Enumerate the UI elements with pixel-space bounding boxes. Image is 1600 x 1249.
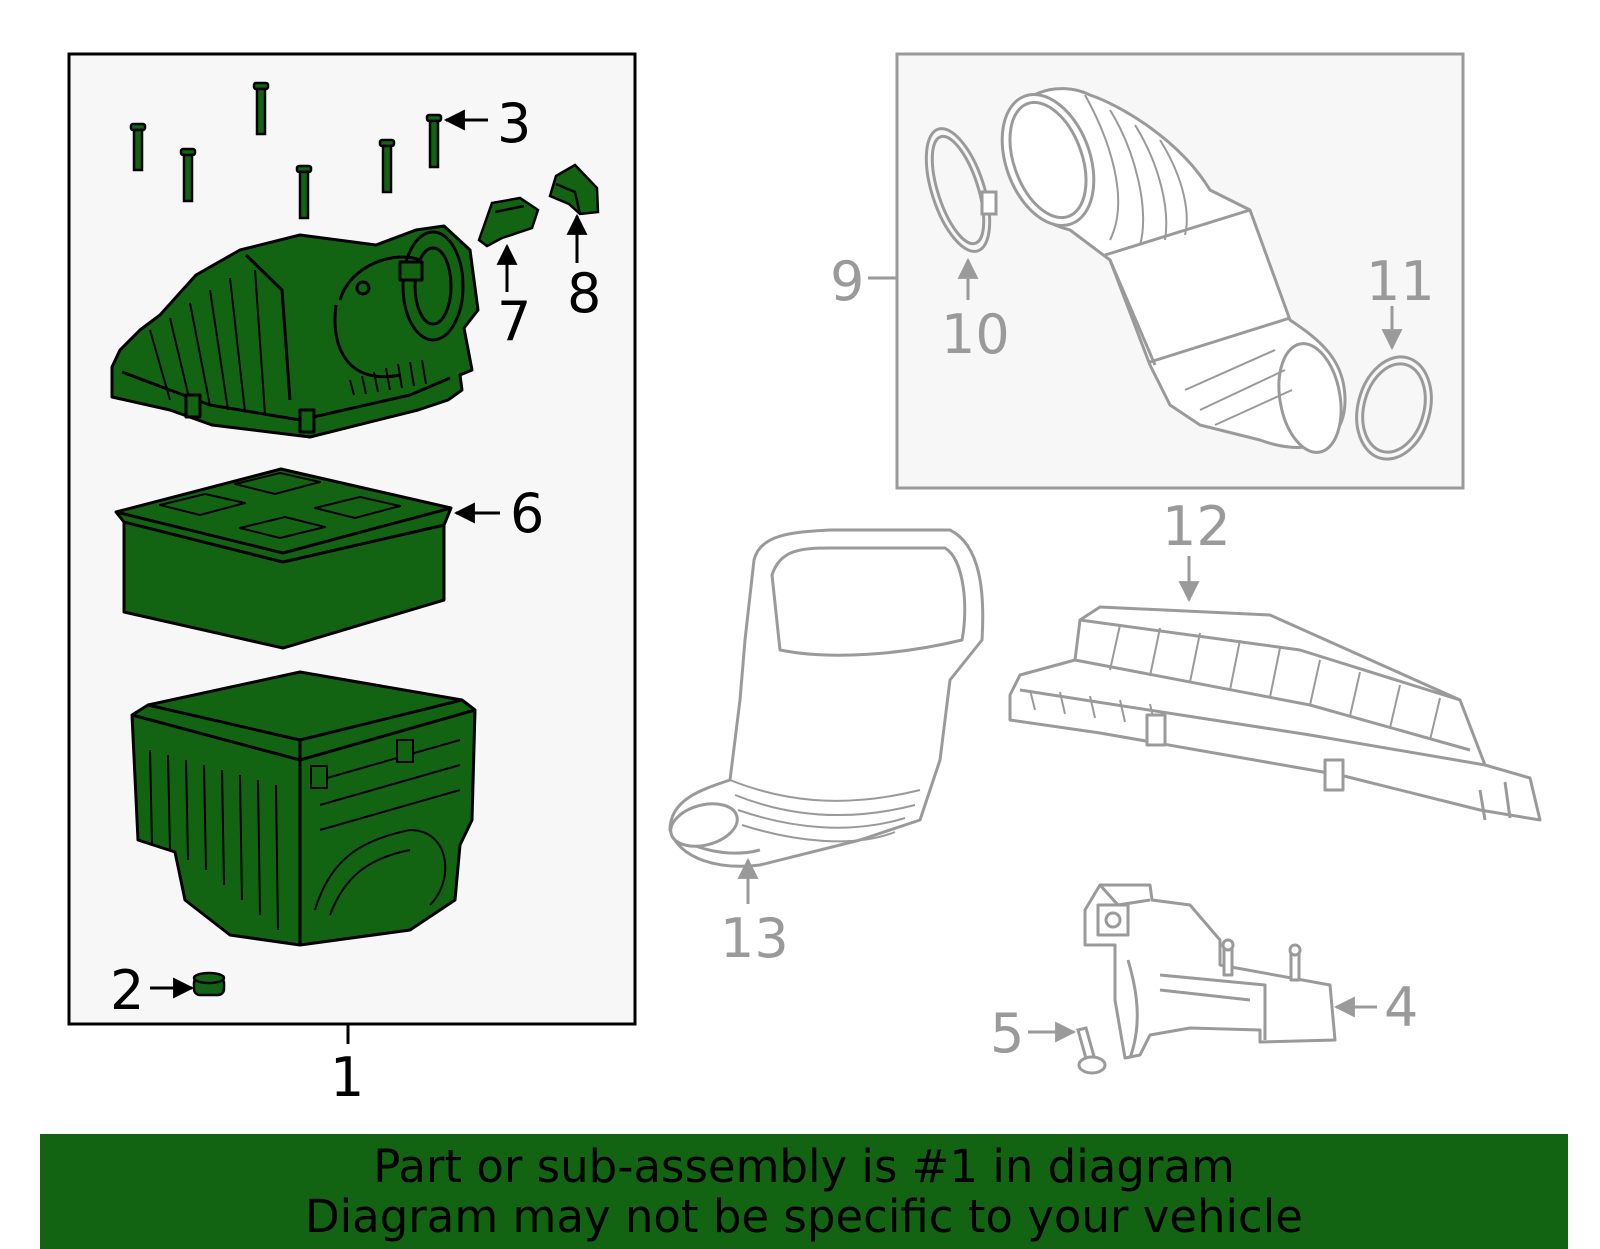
callout-5: 5 — [990, 1002, 1024, 1065]
callout-8: 8 — [567, 262, 601, 325]
grommet-2 — [192, 971, 226, 997]
bolts-group — [129, 81, 443, 220]
clip-7 — [477, 196, 540, 248]
callout-11: 11 — [1366, 250, 1435, 313]
bolt — [295, 164, 313, 220]
footer-line-2: Diagram may not be specific to your vehi… — [305, 1190, 1303, 1243]
air-cleaner-housing — [130, 670, 477, 947]
callout-10: 10 — [941, 303, 1010, 366]
air-intake-hose — [1000, 87, 1347, 454]
callout-13: 13 — [720, 907, 789, 970]
bolt — [179, 147, 197, 203]
callout-6: 6 — [510, 482, 544, 545]
bolt — [252, 81, 270, 136]
clip-8 — [548, 163, 600, 216]
footer-line-1: Part or sub-assembly is #1 in diagram — [373, 1140, 1235, 1193]
callout-3: 3 — [497, 92, 531, 155]
bracket-4 — [1083, 883, 1337, 1060]
air-filter-element — [114, 467, 453, 650]
bolt-5 — [1076, 1026, 1107, 1075]
bolt — [129, 122, 147, 172]
callout-2: 2 — [110, 959, 144, 1022]
clamp-11 — [1355, 355, 1433, 461]
resonator-12 — [1008, 605, 1542, 822]
callout-1: 1 — [330, 1046, 364, 1109]
bolt — [425, 113, 443, 169]
callout-4: 4 — [1384, 976, 1418, 1039]
air-cleaner-cover — [110, 224, 480, 439]
diagram-disclaimer-banner: Part or sub-assembly is #1 in diagram Di… — [40, 1134, 1568, 1249]
callout-12: 12 — [1162, 495, 1231, 558]
inlet-duct-13 — [668, 528, 985, 868]
callout-7: 7 — [497, 290, 531, 353]
callout-9: 9 — [830, 250, 864, 313]
clamp-10 — [924, 127, 998, 253]
bolt — [378, 138, 396, 194]
